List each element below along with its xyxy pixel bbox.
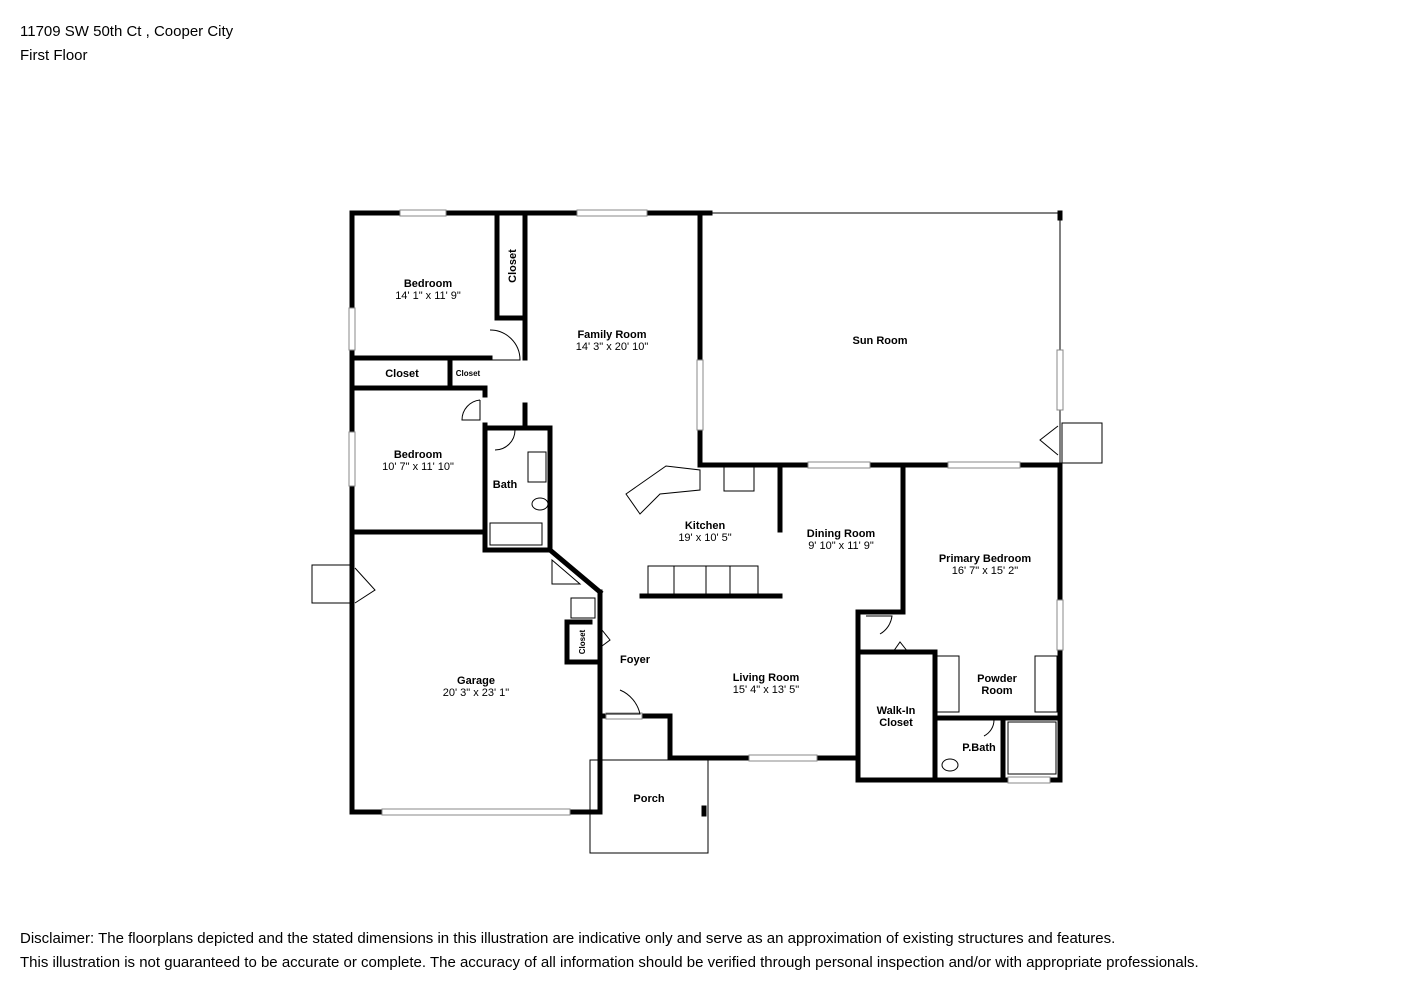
kitchen-sink <box>723 466 755 492</box>
dining-room-name: Dining Room <box>807 528 876 540</box>
thin-outlines <box>311 212 1103 854</box>
doors <box>354 329 1059 737</box>
family-room-dims: 14' 3" x 20' 10" <box>576 341 649 353</box>
p-bath-name: P.Bath <box>962 742 996 754</box>
bathtub <box>489 522 543 546</box>
vanity-left <box>936 655 960 713</box>
foyer-name: Foyer <box>620 654 651 666</box>
living-room-dims: 15' 4" x 13' 5" <box>733 684 800 696</box>
disclaimer-line1: Disclaimer: The floorplans depicted and … <box>20 930 1116 947</box>
powder-room-line1: Powder <box>977 673 1017 685</box>
small-closet-name: Closet <box>456 369 481 378</box>
p-bath-toilet <box>941 758 959 772</box>
garage-dims: 20' 3" x 23' 1" <box>443 687 510 699</box>
floor-label: First Floor <box>20 47 88 64</box>
powder-room-line2: Room <box>981 685 1012 697</box>
bedroom1-name: Bedroom <box>404 278 453 290</box>
toilet <box>531 497 549 511</box>
dishwasher <box>673 565 707 595</box>
bedroom2-dims: 10' 7" x 11' 10" <box>382 461 454 473</box>
disclaimer-line2: This illustration is not guaranteed to b… <box>20 954 1199 971</box>
bath-sink <box>527 451 547 483</box>
kitchen-dims: 19' x 10' 5" <box>678 532 731 544</box>
bath-name: Bath <box>493 479 518 491</box>
kitchen-name: Kitchen <box>685 520 726 532</box>
garage-name: Garage <box>457 675 495 687</box>
walk-in-closet-line2: Closet <box>879 717 913 729</box>
dining-room-dims: 9' 10" x 11' 9" <box>808 540 874 552</box>
fixtures <box>489 451 1058 775</box>
vanity-right <box>1034 655 1058 713</box>
primary-bedroom-name: Primary Bedroom <box>939 553 1032 565</box>
sun-room-name: Sun Room <box>853 335 908 347</box>
water-heater <box>570 597 596 619</box>
property-address: 11709 SW 50th Ct , Cooper City <box>20 23 234 40</box>
foyer-closet-name: Closet <box>578 629 587 654</box>
porch-name: Porch <box>633 793 664 805</box>
bedroom1-closet: Closet <box>507 249 519 283</box>
bedroom2-name: Bedroom <box>394 449 443 461</box>
bedroom1-dims: 14' 1" x 11' 9" <box>395 290 461 302</box>
walls <box>349 210 1063 817</box>
family-room-name: Family Room <box>577 329 646 341</box>
room-labels: Bedroom 14' 1" x 11' 9" Closet Family Ro… <box>382 249 1031 805</box>
kitchen-bar <box>625 465 701 515</box>
hall-closet-name: Closet <box>385 368 419 380</box>
primary-bedroom-dims: 16' 7" x 15' 2" <box>952 565 1019 577</box>
stove <box>729 565 759 595</box>
windows <box>348 209 1064 816</box>
walk-in-closet-line1: Walk-In <box>877 705 916 717</box>
living-room-name: Living Room <box>733 672 800 684</box>
shower <box>1007 721 1057 775</box>
